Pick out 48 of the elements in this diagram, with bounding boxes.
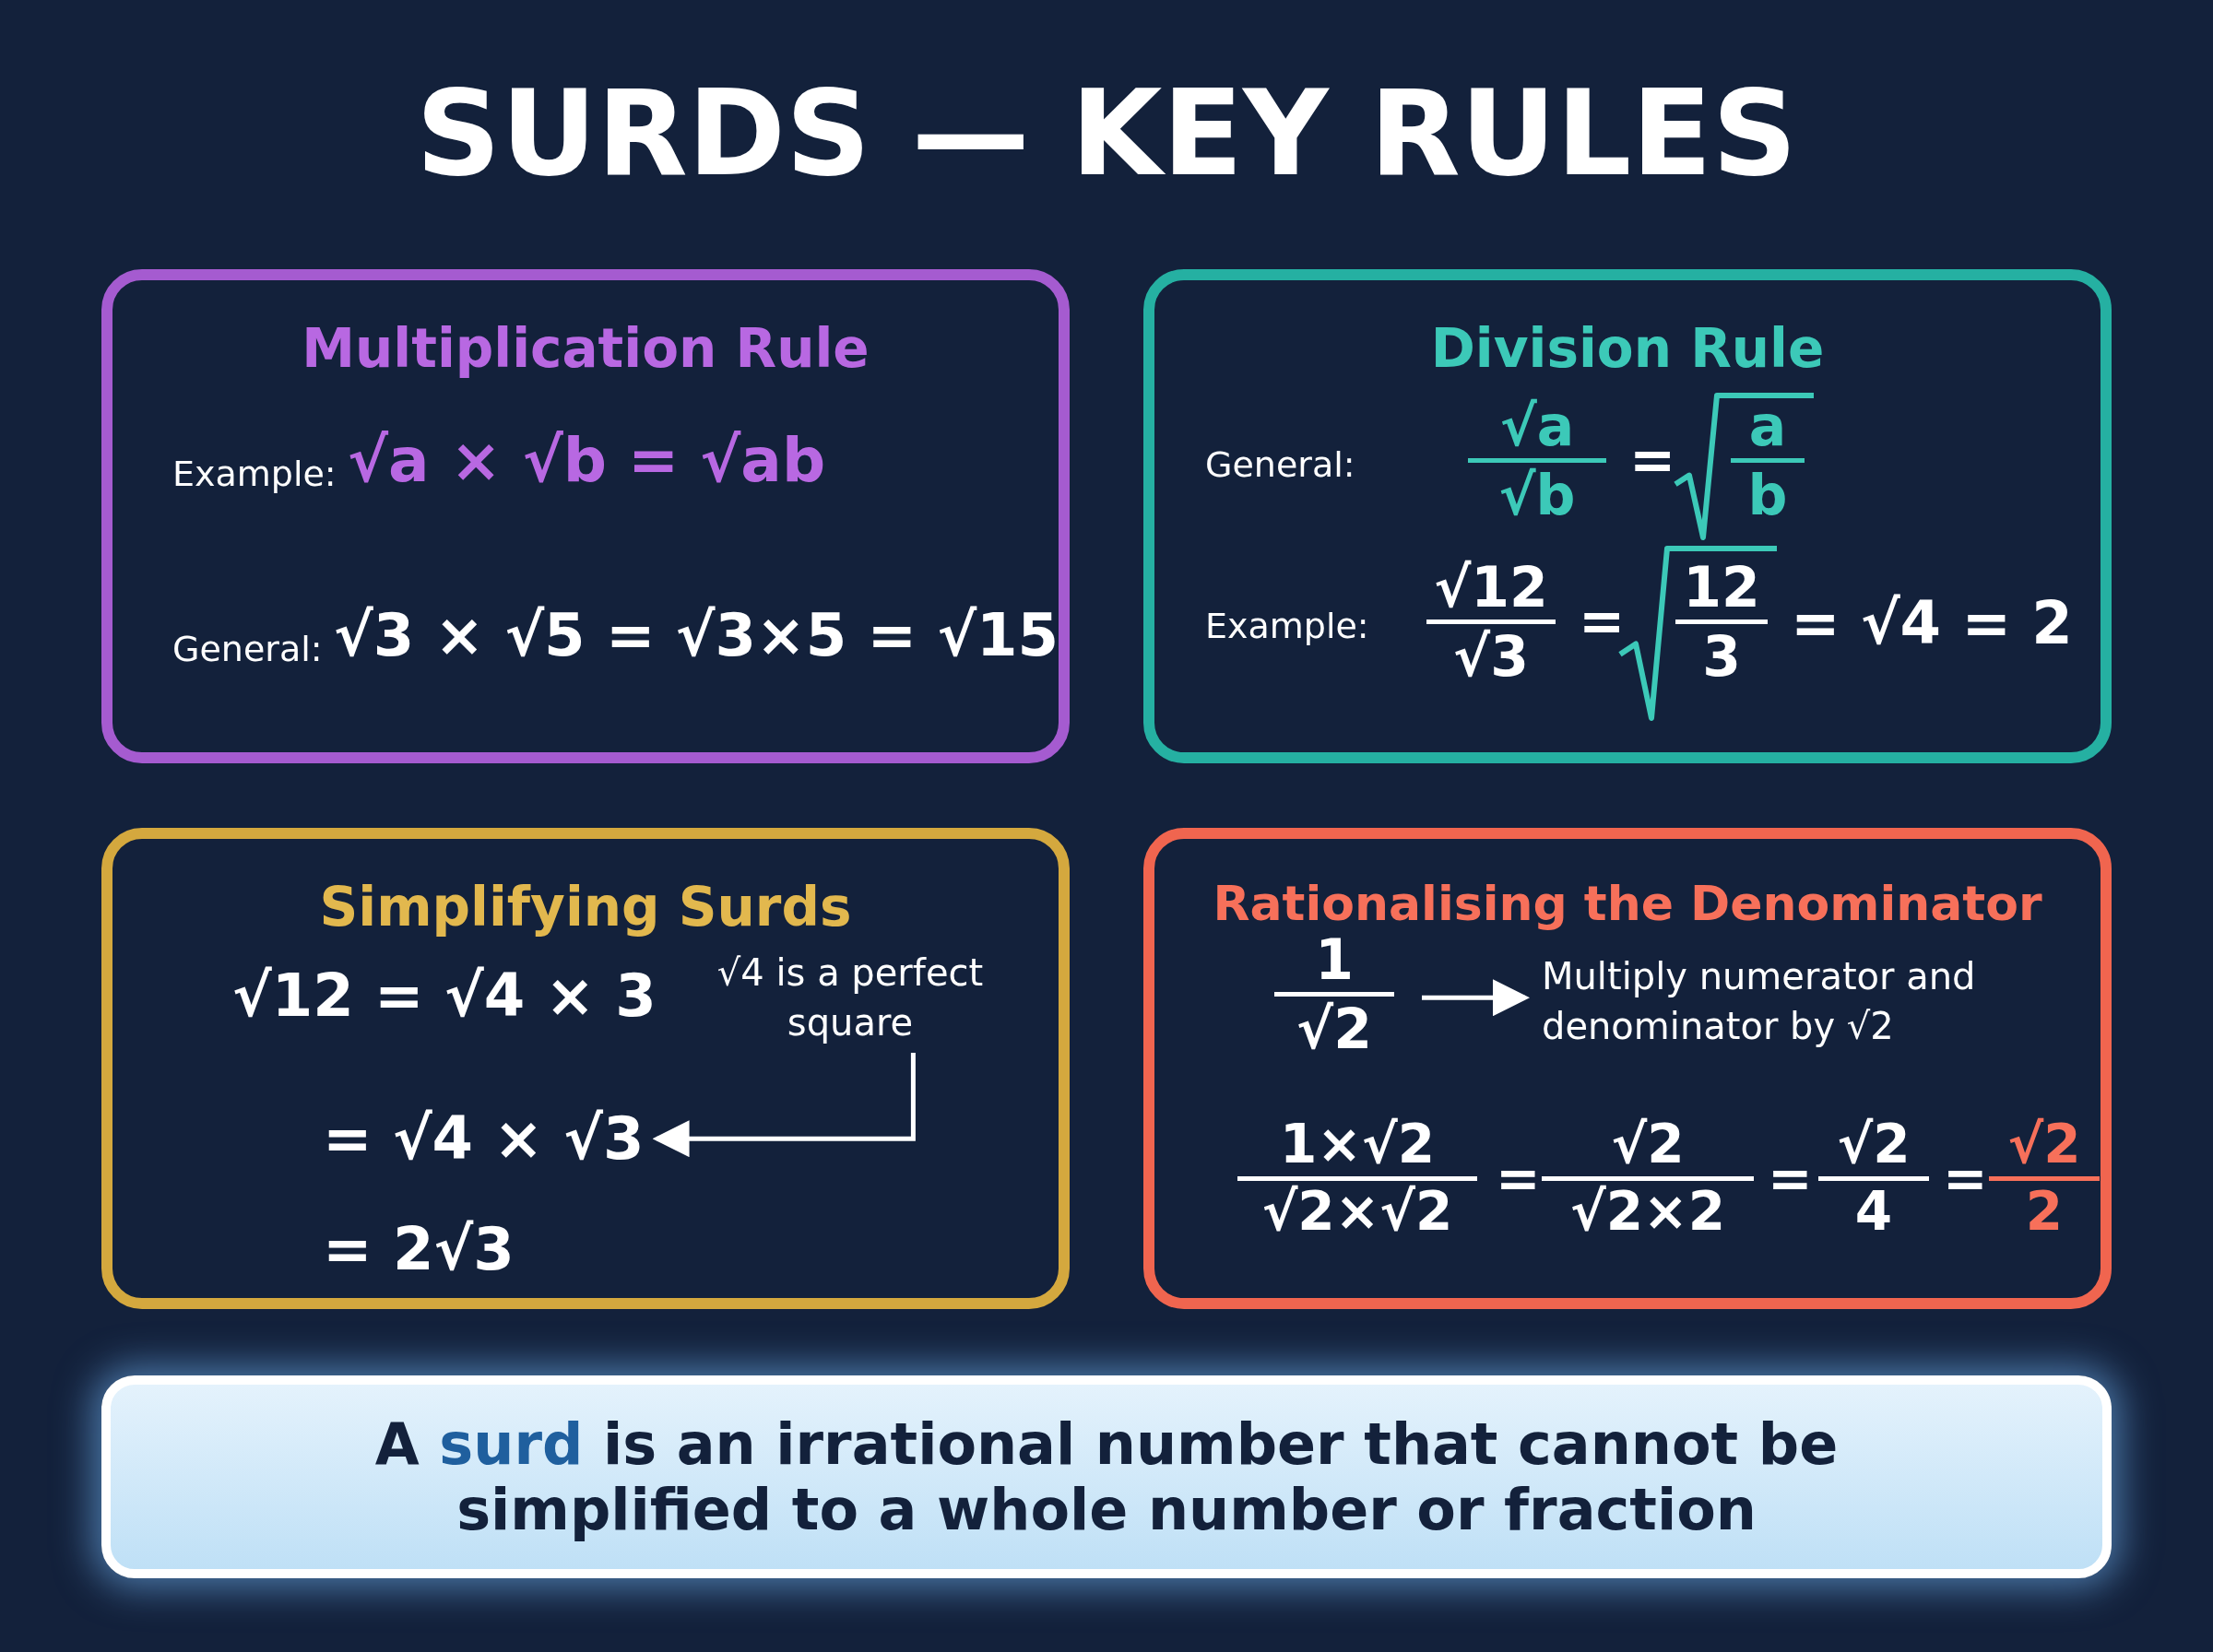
numerator: √2 xyxy=(1837,1115,1911,1174)
rule-panel xyxy=(1143,828,2112,1309)
denominator: √2×2 xyxy=(1570,1182,1725,1242)
denominator: 3 xyxy=(1702,626,1741,687)
equation: √3 × √5 = √3×5 = √15 xyxy=(334,603,1059,668)
numerator: √2 xyxy=(1611,1115,1685,1174)
numerator: 12 xyxy=(1683,557,1760,618)
rule-panel xyxy=(101,828,1070,1309)
numerator: √12 xyxy=(1434,557,1548,618)
arrow xyxy=(1422,979,1530,1017)
equals-sign: = xyxy=(1768,1150,1813,1209)
rule-panel xyxy=(101,269,1070,763)
row-label: Example: xyxy=(172,455,337,494)
equals-sign: = xyxy=(1496,1150,1541,1209)
note-text: √4 is a perfect square xyxy=(675,948,1025,1047)
instruction-text: Multiply numerator and denominator by √2 xyxy=(1542,951,2058,1051)
panel-heading: Division Rule xyxy=(1429,317,1826,380)
equals-sign: = xyxy=(1943,1150,1988,1209)
numerator: √2 xyxy=(2007,1115,2081,1174)
arrow xyxy=(652,1053,916,1158)
numerator: 1 xyxy=(1315,929,1354,990)
row-label: General: xyxy=(172,631,323,669)
denominator: √3 xyxy=(1453,626,1529,687)
equals-sign: = xyxy=(1579,591,1626,652)
rule-panel xyxy=(1143,269,2112,763)
equation: √12 = √4 × 3 xyxy=(232,963,657,1029)
numerator: a xyxy=(1748,395,1787,456)
denominator: √b xyxy=(1498,465,1576,525)
equation: = √4 = 2 xyxy=(1791,591,2073,656)
title: SURDS — KEY RULES xyxy=(415,65,1798,202)
equals-sign: = xyxy=(1629,430,1676,490)
equation: √a × √b = √ab xyxy=(348,428,826,495)
denominator: b xyxy=(1747,465,1788,525)
denominator: √2×√2 xyxy=(1261,1182,1453,1242)
denominator: 4 xyxy=(1854,1182,1893,1242)
numerator: 1×√2 xyxy=(1280,1115,1435,1174)
panel-heading: Multiplication Rule xyxy=(301,317,870,380)
row-label: Example: xyxy=(1205,608,1369,646)
panel-heading: Simplifying Surds xyxy=(318,876,853,938)
denominator: √2 xyxy=(1296,998,1372,1059)
definition-box xyxy=(101,1375,2112,1578)
equation: = 2√3 xyxy=(323,1217,515,1282)
denominator: 2 xyxy=(2025,1182,2064,1242)
definition-text: A surd is an irrational number that cannot be simplified to a whole number or fraction xyxy=(373,1410,1840,1543)
numerator: √a xyxy=(1499,395,1575,456)
row-label: General: xyxy=(1205,446,1355,485)
panel-heading: Rationalising the Denominator xyxy=(1212,876,2043,931)
equation: = √4 × √3 xyxy=(323,1106,645,1172)
